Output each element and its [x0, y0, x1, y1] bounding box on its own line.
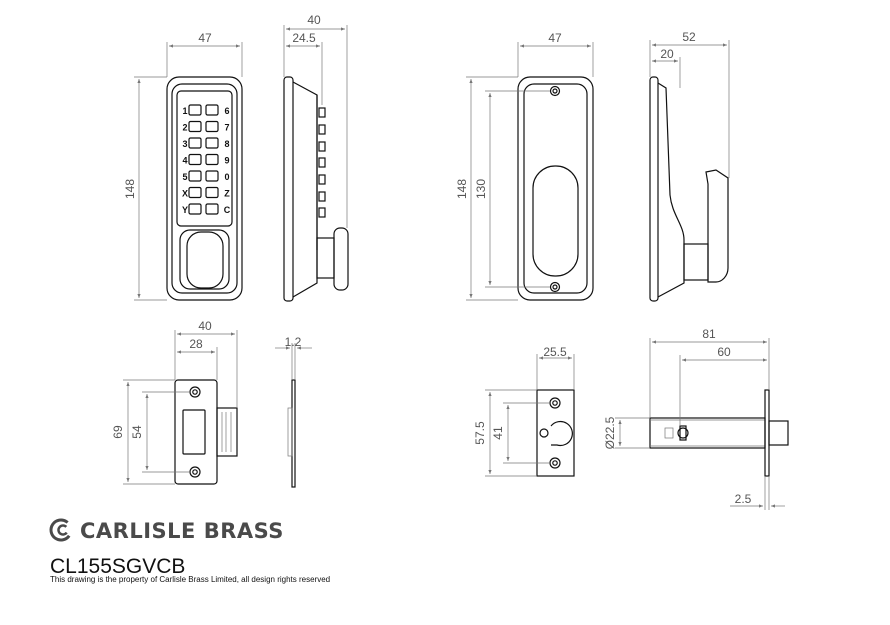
strike-thickness-label: 1.2 — [285, 335, 302, 349]
keypad-button — [188, 137, 202, 149]
keypad-button — [205, 153, 219, 166]
handle-depth-label: 52 — [682, 30, 696, 44]
back-width-label: 47 — [548, 31, 562, 45]
strike-inner-label: 28 — [189, 337, 203, 351]
key-label-right: 7 — [224, 123, 229, 133]
side-view-keypad-lock — [283, 76, 349, 302]
key-label-left: 3 — [182, 139, 187, 149]
keypad-button — [205, 120, 219, 133]
keypad-button — [205, 203, 219, 215]
keypad-button — [188, 104, 202, 116]
key-label-right: 6 — [224, 106, 229, 116]
latch-body-view — [649, 389, 789, 477]
side-inner-label: 24.5 — [292, 31, 316, 45]
key-label-right: 9 — [224, 156, 229, 166]
key-label-right: C — [224, 205, 231, 215]
front-width-label: 47 — [198, 31, 212, 45]
keypad-button — [205, 137, 219, 149]
key-label-left: Y — [182, 205, 188, 215]
keypad-button — [188, 153, 202, 166]
keypad-button — [188, 170, 202, 182]
key-label-left: 2 — [182, 123, 187, 133]
handle-inner-label: 20 — [660, 47, 674, 61]
front-view-keypad-lock: 1 6 2 7 3 8 4 9 5 0X Z Y C — [166, 76, 243, 301]
keypad-button — [188, 120, 202, 133]
latch-diameter-dimension: Ø22.5 — [603, 416, 650, 449]
latch-length-label: 81 — [702, 327, 716, 341]
faceplate-thickness-dimension: 2.5 — [730, 476, 785, 510]
keypad-button — [205, 170, 219, 182]
strike-width-dimension: 40 28 — [174, 319, 238, 408]
strike-hole-spacing-label: 54 — [130, 425, 144, 439]
key-label-right: 0 — [224, 172, 229, 182]
front-width-dimension: 47 — [166, 31, 243, 77]
strike-width-label: 40 — [198, 319, 212, 333]
key-label-left: 4 — [182, 156, 187, 166]
brand-name: CARLISLE BRASS — [80, 519, 284, 543]
key-label-right: 8 — [224, 139, 229, 149]
latch-length-dimension: 81 60 — [649, 327, 770, 426]
strike-plate-view — [174, 379, 238, 485]
strike-height-label: 69 — [111, 425, 125, 439]
faceplate-hole-spacing-label: 41 — [491, 426, 505, 440]
keypad-button — [188, 203, 202, 215]
faceplate-width-label: 25.5 — [543, 345, 567, 359]
faceplate-thickness-label: 2.5 — [735, 492, 752, 506]
faceplate-height-dimension: 57.5 41 — [473, 389, 550, 477]
latch-faceplate-view — [536, 389, 575, 477]
latch-backset-label: 60 — [717, 345, 731, 359]
key-label-left: 1 — [182, 106, 187, 116]
copyright-notice: This drawing is the property of Carlisle… — [50, 575, 330, 584]
faceplate-width-dimension: 25.5 — [536, 345, 575, 390]
key-label-left: X — [182, 189, 188, 199]
back-width-dimension: 47 — [517, 31, 594, 77]
side-depth-label: 40 — [307, 13, 321, 27]
faceplate-height-label: 57.5 — [473, 421, 487, 445]
keypad-button — [205, 186, 219, 199]
keypad-keys: 1 6 2 7 3 8 4 9 5 0X Z Y C — [182, 104, 231, 215]
back-height-dimension: 148 130 — [455, 76, 550, 301]
front-height-label: 148 — [123, 179, 137, 199]
back-view-lock — [517, 76, 594, 301]
back-height-label: 148 — [455, 179, 469, 199]
back-inner-height-label: 130 — [474, 179, 488, 199]
strike-height-dimension: 69 54 — [111, 379, 190, 485]
key-label-right: Z — [224, 189, 230, 199]
strike-edge-view: 1.2 — [275, 335, 312, 488]
keypad-button — [188, 186, 202, 199]
product-code: CL155SGVCB — [50, 555, 185, 578]
keypad-button — [205, 104, 219, 116]
side-view-handle — [649, 76, 729, 302]
latch-diameter-label: Ø22.5 — [603, 416, 617, 449]
key-label-left: 5 — [182, 172, 187, 182]
front-height-dimension: 148 — [123, 76, 167, 301]
side-depth-dimension: 40 24.5 — [283, 13, 348, 228]
handle-depth-dimension: 52 20 — [649, 30, 730, 178]
carlisle-c-icon — [49, 518, 73, 542]
